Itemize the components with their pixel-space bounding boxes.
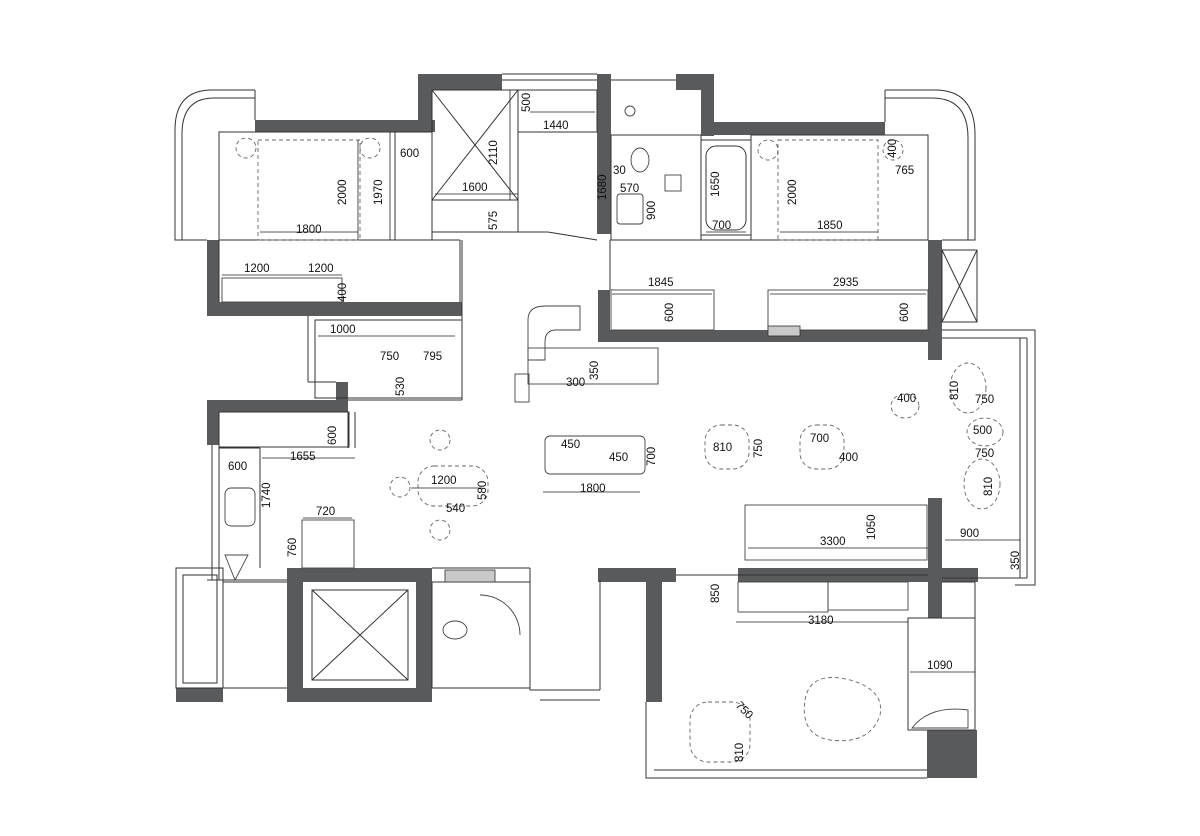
dimension-label: 810 [734,743,746,762]
dimension-label: 600 [228,461,247,473]
dimension-label: 530 [395,377,407,396]
dimension-label: 1050 [866,514,878,540]
dimension-label: 600 [899,303,911,322]
dimension-label: 1090 [927,660,953,672]
dimension-label: 2000 [787,179,799,205]
dimension-label: 570 [620,183,639,195]
dimension-label: 1650 [710,171,722,197]
dimension-label: 1440 [543,120,569,132]
outlines [174,73,1036,779]
dimension-label: 30 [613,165,626,177]
dimension-label: 760 [287,538,299,557]
bed-top-left [257,139,361,241]
dimension-label: 1970 [373,179,385,205]
dimension-label: 600 [664,303,676,322]
dimension-label: 1680 [597,174,609,200]
dimension-label: 1800 [580,483,606,495]
dimension-label: 900 [646,201,658,220]
dimension-label: 2935 [833,277,859,289]
dimension-label: 750 [975,394,994,406]
dimension-label: 700 [712,220,731,232]
dimension-label: 1845 [648,277,674,289]
dimension-label: 1200 [244,263,270,275]
dimension-label: 3300 [820,536,846,548]
furniture [221,105,1004,763]
dimension-label: 1000 [330,324,356,336]
dimension-label: 400 [337,283,349,302]
dimension-label: 350 [1010,551,1022,570]
dimension-label: 795 [423,351,442,363]
dimension-label: 750 [753,439,765,458]
dimension-label: 540 [446,503,465,515]
dimension-label: 2000 [337,179,349,205]
dimension-label: 1800 [296,224,322,236]
dimension-label: 750 [975,448,994,460]
dimension-label: 810 [983,477,995,496]
walls [176,74,978,778]
dimension-label: 720 [316,506,335,518]
dimension-label: 750 [380,351,399,363]
dimension-labels: 600 2000 1970 1800 1200 1200 400 2110 16… [228,93,1022,762]
dimension-label: 1655 [290,451,316,463]
dimension-label: 700 [646,447,658,466]
dimension-label: 900 [960,528,979,540]
dimension-label: 1850 [817,220,843,232]
dimension-label: 400 [887,139,899,158]
dimension-label: 1200 [308,263,334,275]
dimension-label: 500 [521,93,533,112]
dimension-label: 765 [895,165,914,177]
dimension-label: 575 [488,211,500,230]
dimension-lines [222,90,1020,673]
dimension-label: 450 [609,452,628,464]
dimension-label: 350 [589,361,601,380]
dimension-label: 810 [949,381,961,400]
dimension-label: 1740 [261,482,273,508]
dimension-label: 580 [477,481,489,500]
bed-top-right [777,139,879,241]
dimension-label: 500 [973,425,992,437]
dimension-label: 810 [713,442,732,454]
dimension-label: 450 [561,439,580,451]
dimension-label: 600 [327,426,339,445]
dimension-label: 3180 [808,615,834,627]
dimension-label: 300 [566,377,585,389]
dimension-label: 2110 [488,140,500,165]
dimension-label: 400 [897,393,916,405]
dimension-label: 700 [810,433,829,445]
dimension-label: 1600 [462,182,488,194]
dimension-label: 400 [839,452,858,464]
dimension-label: 850 [710,584,722,603]
dimension-label: 1200 [431,475,457,487]
dimension-label: 600 [400,148,419,160]
